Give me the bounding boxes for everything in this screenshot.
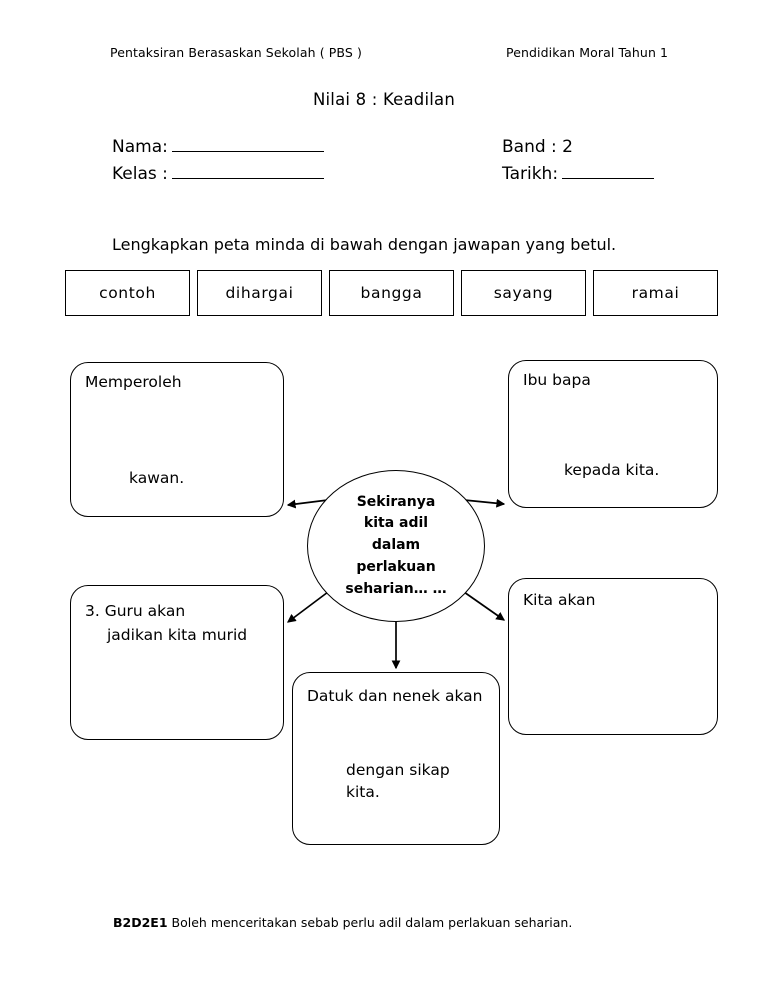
arrow-to-bottom-right <box>463 591 506 621</box>
word-bank-item[interactable]: bangga <box>329 270 454 316</box>
header-left-text: Pentaksiran Berasaskan Sekolah ( PBS ) <box>110 45 362 60</box>
nama-label: Nama: <box>112 137 168 157</box>
mindmap-node-bottom-left[interactable]: 3. Guru akan jadikan kita murid <box>70 585 284 740</box>
node-top-right-line-1: Ibu bapa <box>523 371 591 389</box>
word-bank-item[interactable]: ramai <box>593 270 718 316</box>
mindmap-node-top-left[interactable]: Memperoleh kawan. <box>70 362 284 517</box>
band-value: Band : 2 <box>502 137 573 157</box>
node-bottom-left-line-2: jadikan kita murid <box>107 626 248 644</box>
node-bottom-centre-line-3: kita. <box>346 783 380 801</box>
word-bank-item[interactable]: sayang <box>461 270 586 316</box>
mindmap-node-top-right[interactable]: Ibu bapa kepada kita. <box>508 360 718 508</box>
kelas-label: Kelas : <box>112 164 168 184</box>
mindmap-node-bottom-right[interactable]: Kita akan <box>508 578 718 735</box>
page-title: Nilai 8 : Keadilan <box>312 90 456 109</box>
node-top-left-line-2: kawan. <box>129 469 185 487</box>
centre-line-3: dalam <box>371 537 421 554</box>
nama-input-line[interactable] <box>171 151 324 152</box>
tarikh-field: Tarikh: <box>502 164 655 184</box>
word-bank-item[interactable]: contoh <box>65 270 190 316</box>
centre-line-5: seharian… … <box>345 580 447 597</box>
footer-learning-standard: B2D2E1 Boleh menceritakan sebab perlu ad… <box>113 915 572 930</box>
nama-field: Nama: <box>112 137 324 157</box>
kelas-input-line[interactable] <box>171 178 324 179</box>
header-right-text: Pendidikan Moral Tahun 1 <box>506 45 669 60</box>
kelas-field: Kelas : <box>112 164 324 184</box>
tarikh-input-line[interactable] <box>562 178 655 179</box>
tarikh-label: Tarikh: <box>502 164 559 184</box>
node-top-left-line-1: Memperoleh <box>85 373 182 391</box>
footer-text: Boleh menceritakan sebab perlu adil dala… <box>171 915 573 930</box>
node-bottom-centre-line-2: dengan sikap <box>346 761 450 779</box>
mindmap-centre-node: Sekiranya kita adil dalam perlakuan seha… <box>307 470 485 622</box>
centre-line-4: perlakuan <box>356 558 436 575</box>
node-bottom-right-line-1: Kita akan <box>523 591 596 609</box>
arrow-to-bottom-left <box>287 591 329 623</box>
centre-line-1: Sekiranya <box>356 493 436 510</box>
centre-line-2: kita adil <box>363 515 429 532</box>
instruction-text: Lengkapkan peta minda di bawah dengan ja… <box>112 235 617 254</box>
mindmap-node-bottom-centre[interactable]: Datuk dan nenek akan dengan sikap kita. <box>292 672 500 845</box>
word-bank: contoh dihargai bangga sayang ramai <box>65 270 718 316</box>
footer-code: B2D2E1 <box>113 915 168 930</box>
word-bank-item[interactable]: dihargai <box>197 270 322 316</box>
node-bottom-left-line-1: 3. Guru akan <box>85 602 186 620</box>
node-top-right-line-2: kepada kita. <box>564 461 660 479</box>
node-bottom-centre-line-1: Datuk dan nenek akan <box>307 687 483 705</box>
